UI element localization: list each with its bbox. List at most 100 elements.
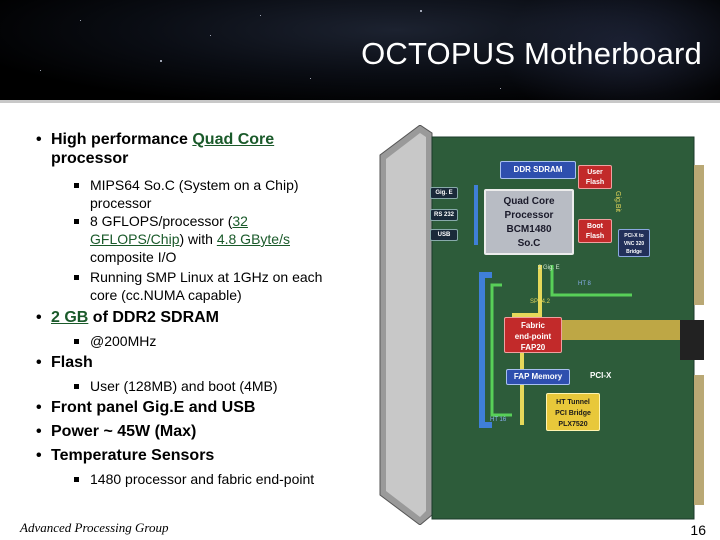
sub-bullet-smp-linux: Running SMP Linux at 1GHz on each core (… [74,268,380,304]
square-bullet [74,477,79,482]
usb-port: USB [430,229,458,241]
bullet-dot: • [36,354,42,371]
star [80,20,81,21]
board-frame [379,125,704,525]
sub-bullet-text: 1480 processor and fabric end-point [90,471,315,487]
fabric-endpoint-chip: Fabric end-point FAP20 [504,317,562,353]
chip-label: DDR SDRAM [513,165,563,174]
chip-label: VNC 320 [623,241,645,247]
chip-label: USB [437,232,451,238]
bullet-text: High performance [51,131,193,148]
chip-label: PLX7520 [558,421,588,428]
star [420,10,422,12]
sub-bullet-text: processor [90,195,152,211]
spi-label: SPI-4.2 [530,299,551,305]
quad-core-chip: Quad Core Processor BCM1480 So.C [484,189,574,255]
sub-bullet-1480: 1480 processor and fabric end-point [74,470,380,488]
chip-label: Flash [585,233,605,240]
chip-label: BCM1480 [506,224,552,235]
chip-label: FAP Memory [513,372,563,381]
ht16-label: HT 16 [490,417,507,423]
bullet-dot: • [36,447,42,464]
ht-tunnel-chip: HT Tunnel PCI Bridge PLX7520 [546,393,600,431]
sub-bullet-200mhz: @200MHz [74,332,380,350]
fap-memory-chip: FAP Memory [506,369,570,385]
sub-bullet-text: User (128MB) and boot (4MB) [90,378,278,394]
2gb-link[interactable]: 2 GB [51,309,89,326]
bullet-dot: • [36,399,42,416]
ht8-label: HT 8 [578,281,591,287]
chip-label: Boot [587,223,603,230]
footer-group-name: Advanced Processing Group [20,520,169,535]
chip-label: FAP20 [520,343,546,352]
chip-label: Fabric [520,321,545,330]
bullet-text: Flash [51,354,93,371]
square-bullet [74,275,79,280]
sub-bullet-text: MIPS64 So.C (System on a Chip) [90,177,299,193]
page-number: 16 [690,522,706,538]
star [260,15,261,16]
gflops-link[interactable]: 32 [232,213,248,229]
bullet-dot: • [36,423,42,440]
star [40,70,41,71]
bullet-text: of DDR2 SDRAM [88,309,220,326]
pcix-label: PCI-X [590,371,612,380]
square-bullet [74,219,79,224]
gigabit-label: Gig.Bit [614,191,621,213]
chip-label: PCI-X to [624,233,644,239]
chip-label: HT Tunnel [556,399,590,406]
chip-label: So.C [517,238,541,249]
bullet-dot: • [36,131,42,148]
sub-bullet-text: core (cc.NUMA capable) [90,287,242,303]
header-glow [500,0,720,100]
gflops-chip-link[interactable]: GFLOPS/Chip [90,231,180,247]
bullet-dot: • [36,309,42,326]
sub-bullet-mips64: MIPS64 So.C (System on a Chip) processor [74,176,380,212]
chip-label: Bridge [626,249,642,255]
sub-bullet-text: ) with [179,231,217,247]
sub-bullet-text: composite I/O [90,249,177,265]
bullet-front-panel: • Front panel Gig.E and USB [36,398,371,417]
square-bullet [74,384,79,389]
chip-label: User [587,169,603,176]
chip-label: end-point [514,332,552,341]
star [160,60,162,62]
sub-bullet-user-boot: User (128MB) and boot (4MB) [74,377,380,395]
quad-core-link[interactable]: Quad Core [192,131,275,148]
ddr-sdram-chip: DDR SDRAM [500,161,576,179]
boot-flash-chip: Boot Flash [578,219,612,243]
gbyte-link[interactable]: 4.8 GByte/s [216,231,290,247]
motherboard-image: DDR SDRAM User Flash Quad Core Processor… [372,125,712,525]
chip-label: Processor [504,210,554,221]
bullet-text: Front panel Gig.E and USB [51,399,256,416]
gige-port: Gig. E [430,187,458,199]
star [210,35,211,36]
chip-label: RS 232 [433,212,454,218]
user-flash-chip: User Flash [578,165,612,189]
bullet-text: Temperature Sensors [51,447,215,464]
chip-label: Quad Core [503,196,555,207]
bullet-high-performance: • High performance Quad Core processor [36,130,371,168]
pcix-vnc-bridge: PCI-X to VNC 320 Bridge [618,229,650,257]
sub-bullet-gflops: 8 GFLOPS/processor (32 GFLOPS/Chip) with… [74,212,380,266]
slide-title: OCTOPUS Motherboard [361,36,702,71]
sub-bullet-text: 8 GFLOPS/processor ( [90,213,233,229]
rs232-port: RS 232 [430,209,458,221]
bullet-power: • Power ~ 45W (Max) [36,422,371,441]
slide-header: OCTOPUS Motherboard [0,0,720,100]
star [500,88,501,89]
chip-label: Gig. E [435,190,453,196]
gige2-label: 2 Gig. E [538,265,560,271]
bullet-flash: • Flash [36,353,371,372]
bullet-text: processor [51,150,129,167]
sub-bullet-text: Running SMP Linux at 1GHz on each [90,269,323,285]
star [310,78,311,79]
bullet-ddr2: • 2 GB of DDR2 SDRAM [36,308,371,327]
chip-label: Flash [585,179,605,186]
square-bullet [74,339,79,344]
sub-bullet-text: @200MHz [90,333,157,349]
bullet-text: Power ~ 45W (Max) [51,423,197,440]
square-bullet [74,183,79,188]
chip-label: PCI Bridge [555,410,591,417]
header-divider [0,100,720,103]
